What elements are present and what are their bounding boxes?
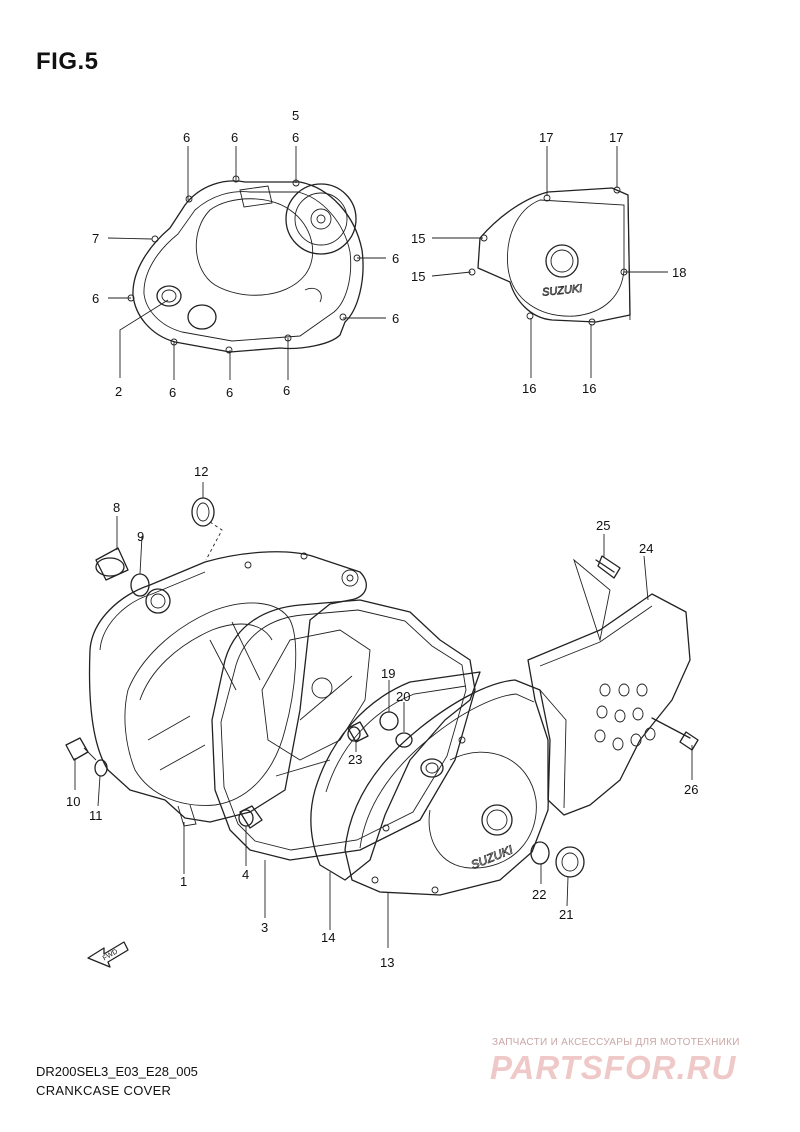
callout-5: 5: [292, 108, 299, 123]
crankcase-cover-left: [88, 551, 367, 827]
callout-6: 6: [169, 385, 176, 400]
callout-12: 12: [194, 464, 208, 479]
callout-2: 2: [115, 384, 122, 399]
watermark-tagline: ЗАПЧАСТИ И АКСЕССУАРЫ ДЛЯ МОТОТЕХНИКИ: [492, 1037, 740, 1048]
callout-8: 8: [113, 500, 120, 515]
callout-26: 26: [684, 782, 698, 797]
callout-6: 6: [183, 130, 190, 145]
callout-24: 24: [639, 541, 653, 556]
sprocket-cover: [527, 558, 691, 816]
suzuki-brand-mark-top: SUZUKI: [542, 283, 583, 299]
callout-20: 20: [396, 689, 410, 704]
crankcase-cover-gasket: [211, 599, 476, 861]
callout-23: 23: [348, 752, 362, 767]
suzuki-brand-mark-cover: SUZUKI: [469, 842, 516, 872]
callout-14: 14: [321, 930, 335, 945]
callout-17: 17: [609, 130, 623, 145]
figure-title: FIG.5: [36, 48, 99, 75]
figure-caption: CRANKCASE COVER: [36, 1083, 172, 1098]
watermark-logo: PARTSFOR.RU: [490, 1049, 737, 1086]
fwd-arrow-icon: FWD: [87, 941, 129, 968]
small-parts: [65, 497, 699, 878]
callout-15: 15: [411, 269, 425, 284]
callout-21: 21: [559, 907, 573, 922]
callout-15: 15: [411, 231, 425, 246]
dowel-pins: [238, 721, 369, 829]
callout-3: 3: [261, 920, 268, 935]
magneto-cover-gasket: [310, 671, 481, 881]
callout-17: 17: [539, 130, 553, 145]
callout-16: 16: [522, 381, 536, 396]
callout-19: 19: [381, 666, 395, 681]
callout-22: 22: [532, 887, 546, 902]
callout-25: 25: [596, 518, 610, 533]
callout-6: 6: [392, 251, 399, 266]
model-code: DR200SEL3_E03_E28_005: [36, 1064, 198, 1079]
callout-4: 4: [242, 867, 249, 882]
callout-7: 7: [92, 231, 99, 246]
magneto-cover: SUZUKI: [344, 679, 551, 896]
callout-16: 16: [582, 381, 596, 396]
clutch-cover-top-view: [127, 175, 364, 354]
magneto-cover-top-view: SUZUKI: [468, 186, 631, 326]
callout-11: 11: [89, 808, 103, 823]
leader-lines: [74, 146, 693, 948]
callout-numbers: 5 6 6 6 7 6 6 6 2 6 6 6 17 17 15 15 18 1…: [66, 108, 698, 970]
callout-6: 6: [231, 130, 238, 145]
callout-9: 9: [137, 529, 144, 544]
callout-13: 13: [380, 955, 394, 970]
callout-1: 1: [180, 874, 187, 889]
callout-10: 10: [66, 794, 80, 809]
callout-6: 6: [226, 385, 233, 400]
callout-6: 6: [283, 383, 290, 398]
callout-6: 6: [292, 130, 299, 145]
callout-6: 6: [392, 311, 399, 326]
callout-6: 6: [92, 291, 99, 306]
callout-18: 18: [672, 265, 686, 280]
